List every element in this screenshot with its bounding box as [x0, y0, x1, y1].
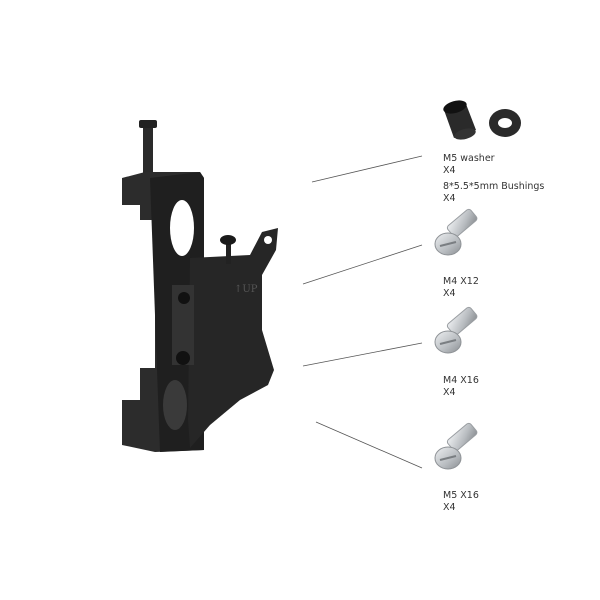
screw-m4x16	[434, 305, 480, 354]
part-qty: X4	[443, 165, 456, 176]
leader-line	[311, 155, 423, 183]
wall-bracket: ↑UP	[122, 120, 278, 452]
washer	[489, 109, 521, 137]
bushing	[443, 100, 476, 140]
part-qty: X4	[443, 288, 456, 299]
screw-m4x12	[434, 207, 480, 256]
part-name: 8*5.5*5mm Bushings	[443, 181, 545, 192]
up-marking: ↑UP	[234, 284, 258, 295]
leader-line	[302, 342, 423, 367]
part-qty: X4	[443, 387, 456, 398]
leader-line	[302, 244, 423, 285]
part-label-bushings: 8*5.5*5mm Bushings X4	[443, 181, 544, 205]
part-label-m5x16: M5 X16 X4	[443, 490, 479, 514]
screw-m5x16	[434, 421, 480, 470]
part-name: M5 X16	[443, 490, 479, 501]
part-qty: X4	[443, 193, 456, 204]
part-label-washer: M5 washer X4	[443, 153, 495, 177]
part-name: M4 X12	[443, 276, 479, 287]
leader-line	[315, 421, 423, 469]
part-name: M5 washer	[443, 153, 495, 164]
part-name: M4 X16	[443, 375, 479, 386]
leader-lines	[302, 155, 423, 469]
part-label-m4x12: M4 X12 X4	[443, 276, 479, 300]
part-qty: X4	[443, 502, 456, 513]
part-label-m4x16: M4 X16 X4	[443, 375, 479, 399]
